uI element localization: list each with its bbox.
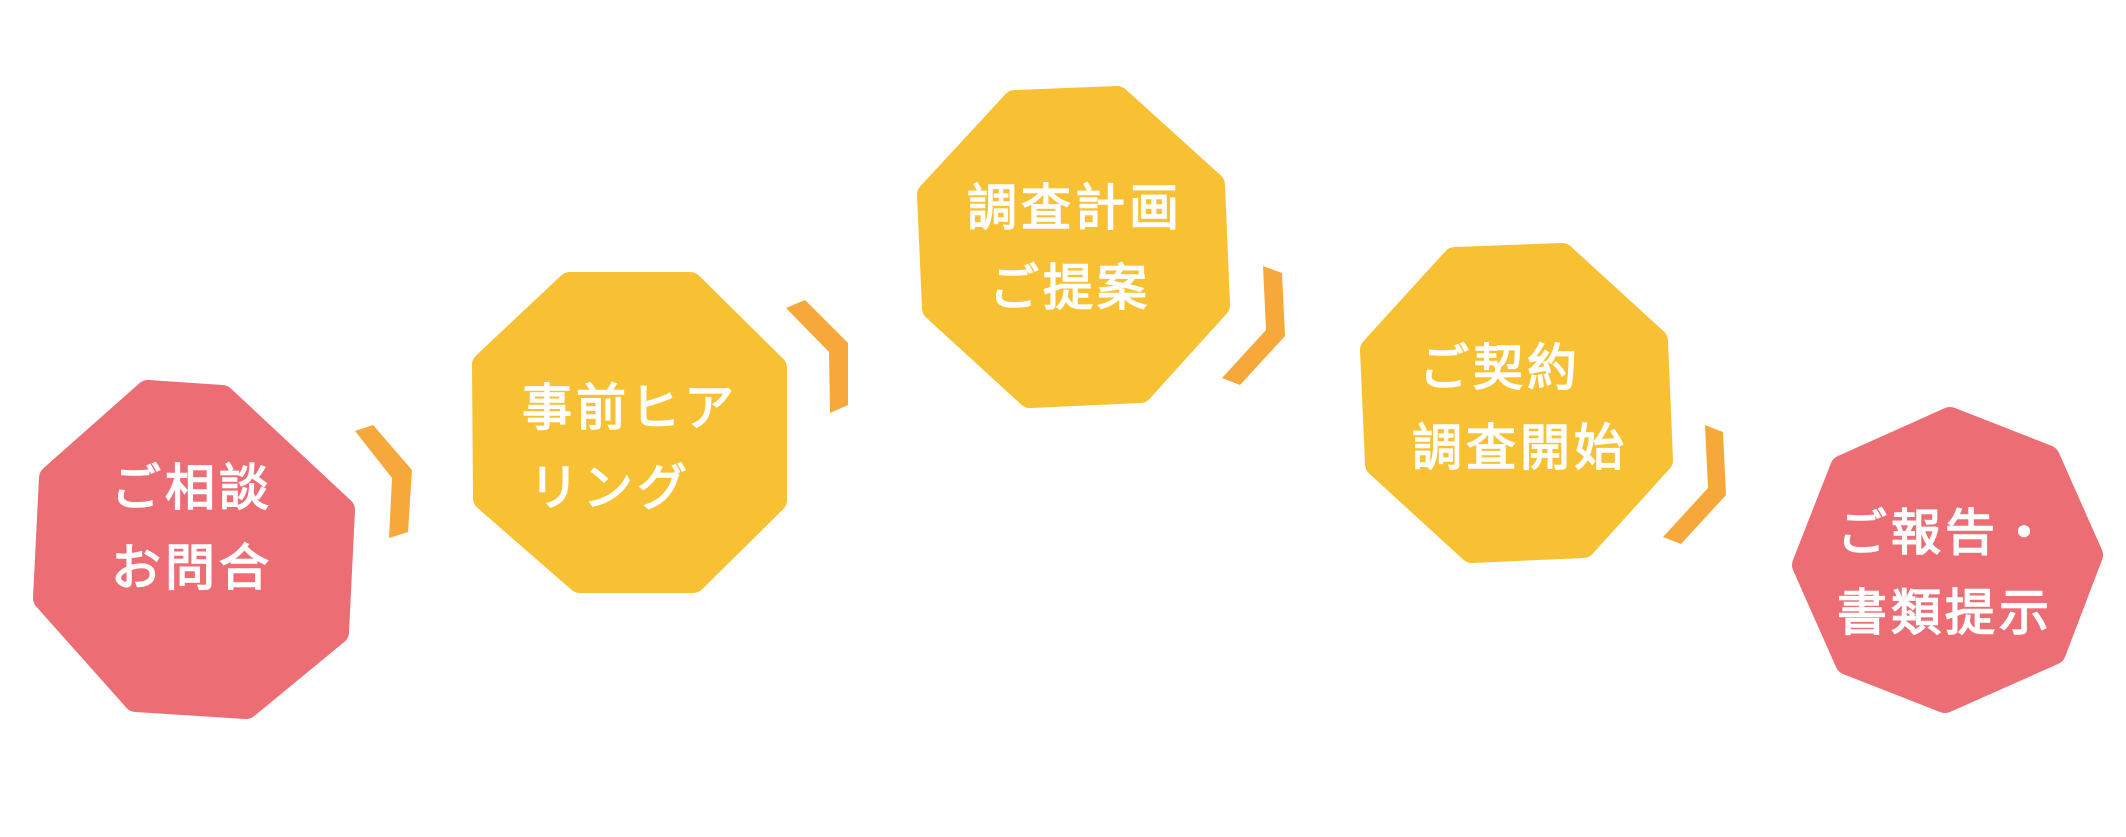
- step-2-shape: [472, 272, 787, 593]
- step-2-label-line2: リング: [529, 459, 691, 517]
- step-4-label-line2: 調査開始: [1412, 419, 1628, 477]
- step-1-shape: [33, 380, 355, 719]
- chevron-right-icon: [355, 425, 412, 538]
- chevron-right-icon: [1222, 266, 1285, 385]
- chevron-right-icon: [1663, 425, 1726, 544]
- step-3-label-line1: 調査計画: [967, 179, 1183, 237]
- step-3-label-line2: ご提案: [989, 259, 1151, 317]
- step-4-label-line1: ご契約: [1419, 339, 1581, 397]
- step-5-label-line2: 書類提示: [1837, 584, 2053, 642]
- step-3-shape: [917, 86, 1230, 408]
- step-5-shape: [1792, 407, 2103, 713]
- step-5-label-line1: ご報告・: [1837, 504, 2053, 562]
- step-1-label-line2: お問合: [111, 539, 273, 597]
- chevron-right-icon: [786, 300, 848, 413]
- step-4-shape: [1360, 243, 1673, 563]
- step-1-label-line1: ご相談: [111, 459, 273, 517]
- step-2-label-line1: 事前ヒア: [522, 379, 738, 437]
